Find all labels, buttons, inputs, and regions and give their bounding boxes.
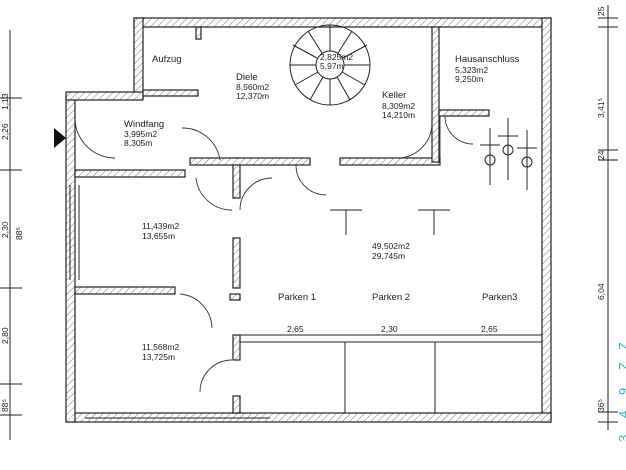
interior-walls	[74, 26, 490, 414]
dim-right-2: 3,41⁵	[596, 98, 606, 118]
room-labels: Aufzug Diele 8,560m2 12,370m 2,825m2 5,9…	[124, 52, 520, 362]
dimension-line-right: 25 3,41⁵ 24 6,04 36⁵	[596, 5, 618, 430]
margin-mark: Z	[616, 362, 626, 370]
treppe-area: 2,825m2	[320, 52, 353, 62]
dim-left-6: 88⁵	[0, 399, 10, 412]
windfang-area: 3,995m2	[124, 129, 157, 139]
garage-perimeter: 29,745m	[372, 251, 405, 261]
dim-right-3: 24	[596, 150, 606, 160]
label-parken-3: Parken3	[482, 292, 517, 303]
garage-area: 49,502m2	[372, 241, 410, 251]
parking-width-2: 2,30	[381, 324, 398, 334]
label-hausanschluss: Hausanschluss	[455, 54, 520, 65]
room1-area: 11,439m2	[142, 221, 179, 231]
room1-perimeter: 13,655m	[142, 231, 175, 241]
label-parken-1: Parken 1	[278, 292, 316, 303]
parking-lines	[240, 209, 542, 413]
parking-labels: Parken 1 Parken 2 Parken3 2,65 2,30 2,65	[278, 292, 517, 334]
keller-perimeter: 14,210m	[382, 110, 415, 120]
dim-left-4: 88⁵	[14, 227, 24, 240]
dim-right-5: 36⁵	[596, 399, 606, 412]
margin-marks: Z Z 9 4 3	[616, 342, 626, 442]
window-left	[69, 185, 80, 280]
dim-right-1: 25	[596, 6, 606, 16]
dim-left-2: 1,13	[0, 93, 10, 110]
label-aufzug: Aufzug	[152, 54, 182, 65]
dimension-line-left: 2,26 1,13 2,30 88⁵ 2,80 88⁵	[0, 30, 24, 440]
margin-mark: 4	[616, 411, 626, 418]
room2-area: 11,568m2	[142, 342, 179, 352]
margin-mark: 3	[616, 435, 626, 442]
window-bottom	[85, 412, 270, 419]
diele-area: 8,560m2	[236, 82, 269, 92]
dim-right-4: 6,04	[596, 283, 606, 300]
entrance-arrow-icon	[54, 128, 66, 148]
diele-perimeter: 12,370m	[236, 91, 269, 101]
hausanschluss-area: 5,323m2	[455, 65, 488, 75]
label-parken-2: Parken 2	[372, 292, 410, 303]
hausanschluss-perimeter: 9,250m	[455, 74, 483, 84]
keller-area: 8,309m2	[382, 101, 415, 111]
parking-width-1: 2,65	[287, 324, 304, 334]
margin-mark: Z	[616, 342, 626, 350]
treppe-perimeter: 5,97m	[320, 61, 344, 71]
door-swings	[74, 115, 474, 393]
room2-perimeter: 13,725m	[142, 352, 175, 362]
label-keller: Keller	[382, 90, 406, 101]
label-diele: Diele	[236, 72, 258, 83]
spiral-staircase	[289, 24, 371, 106]
windfang-perimeter: 8,305m	[124, 138, 152, 148]
margin-mark: 9	[616, 388, 626, 395]
parking-width-3: 2,65	[481, 324, 498, 334]
label-windfang: Windfang	[124, 119, 164, 130]
dim-left-5: 2,80	[0, 327, 10, 344]
dim-left-1: 2,26	[0, 123, 10, 140]
bicycle-icons	[480, 118, 537, 190]
dim-left-3: 2,30	[0, 221, 10, 238]
